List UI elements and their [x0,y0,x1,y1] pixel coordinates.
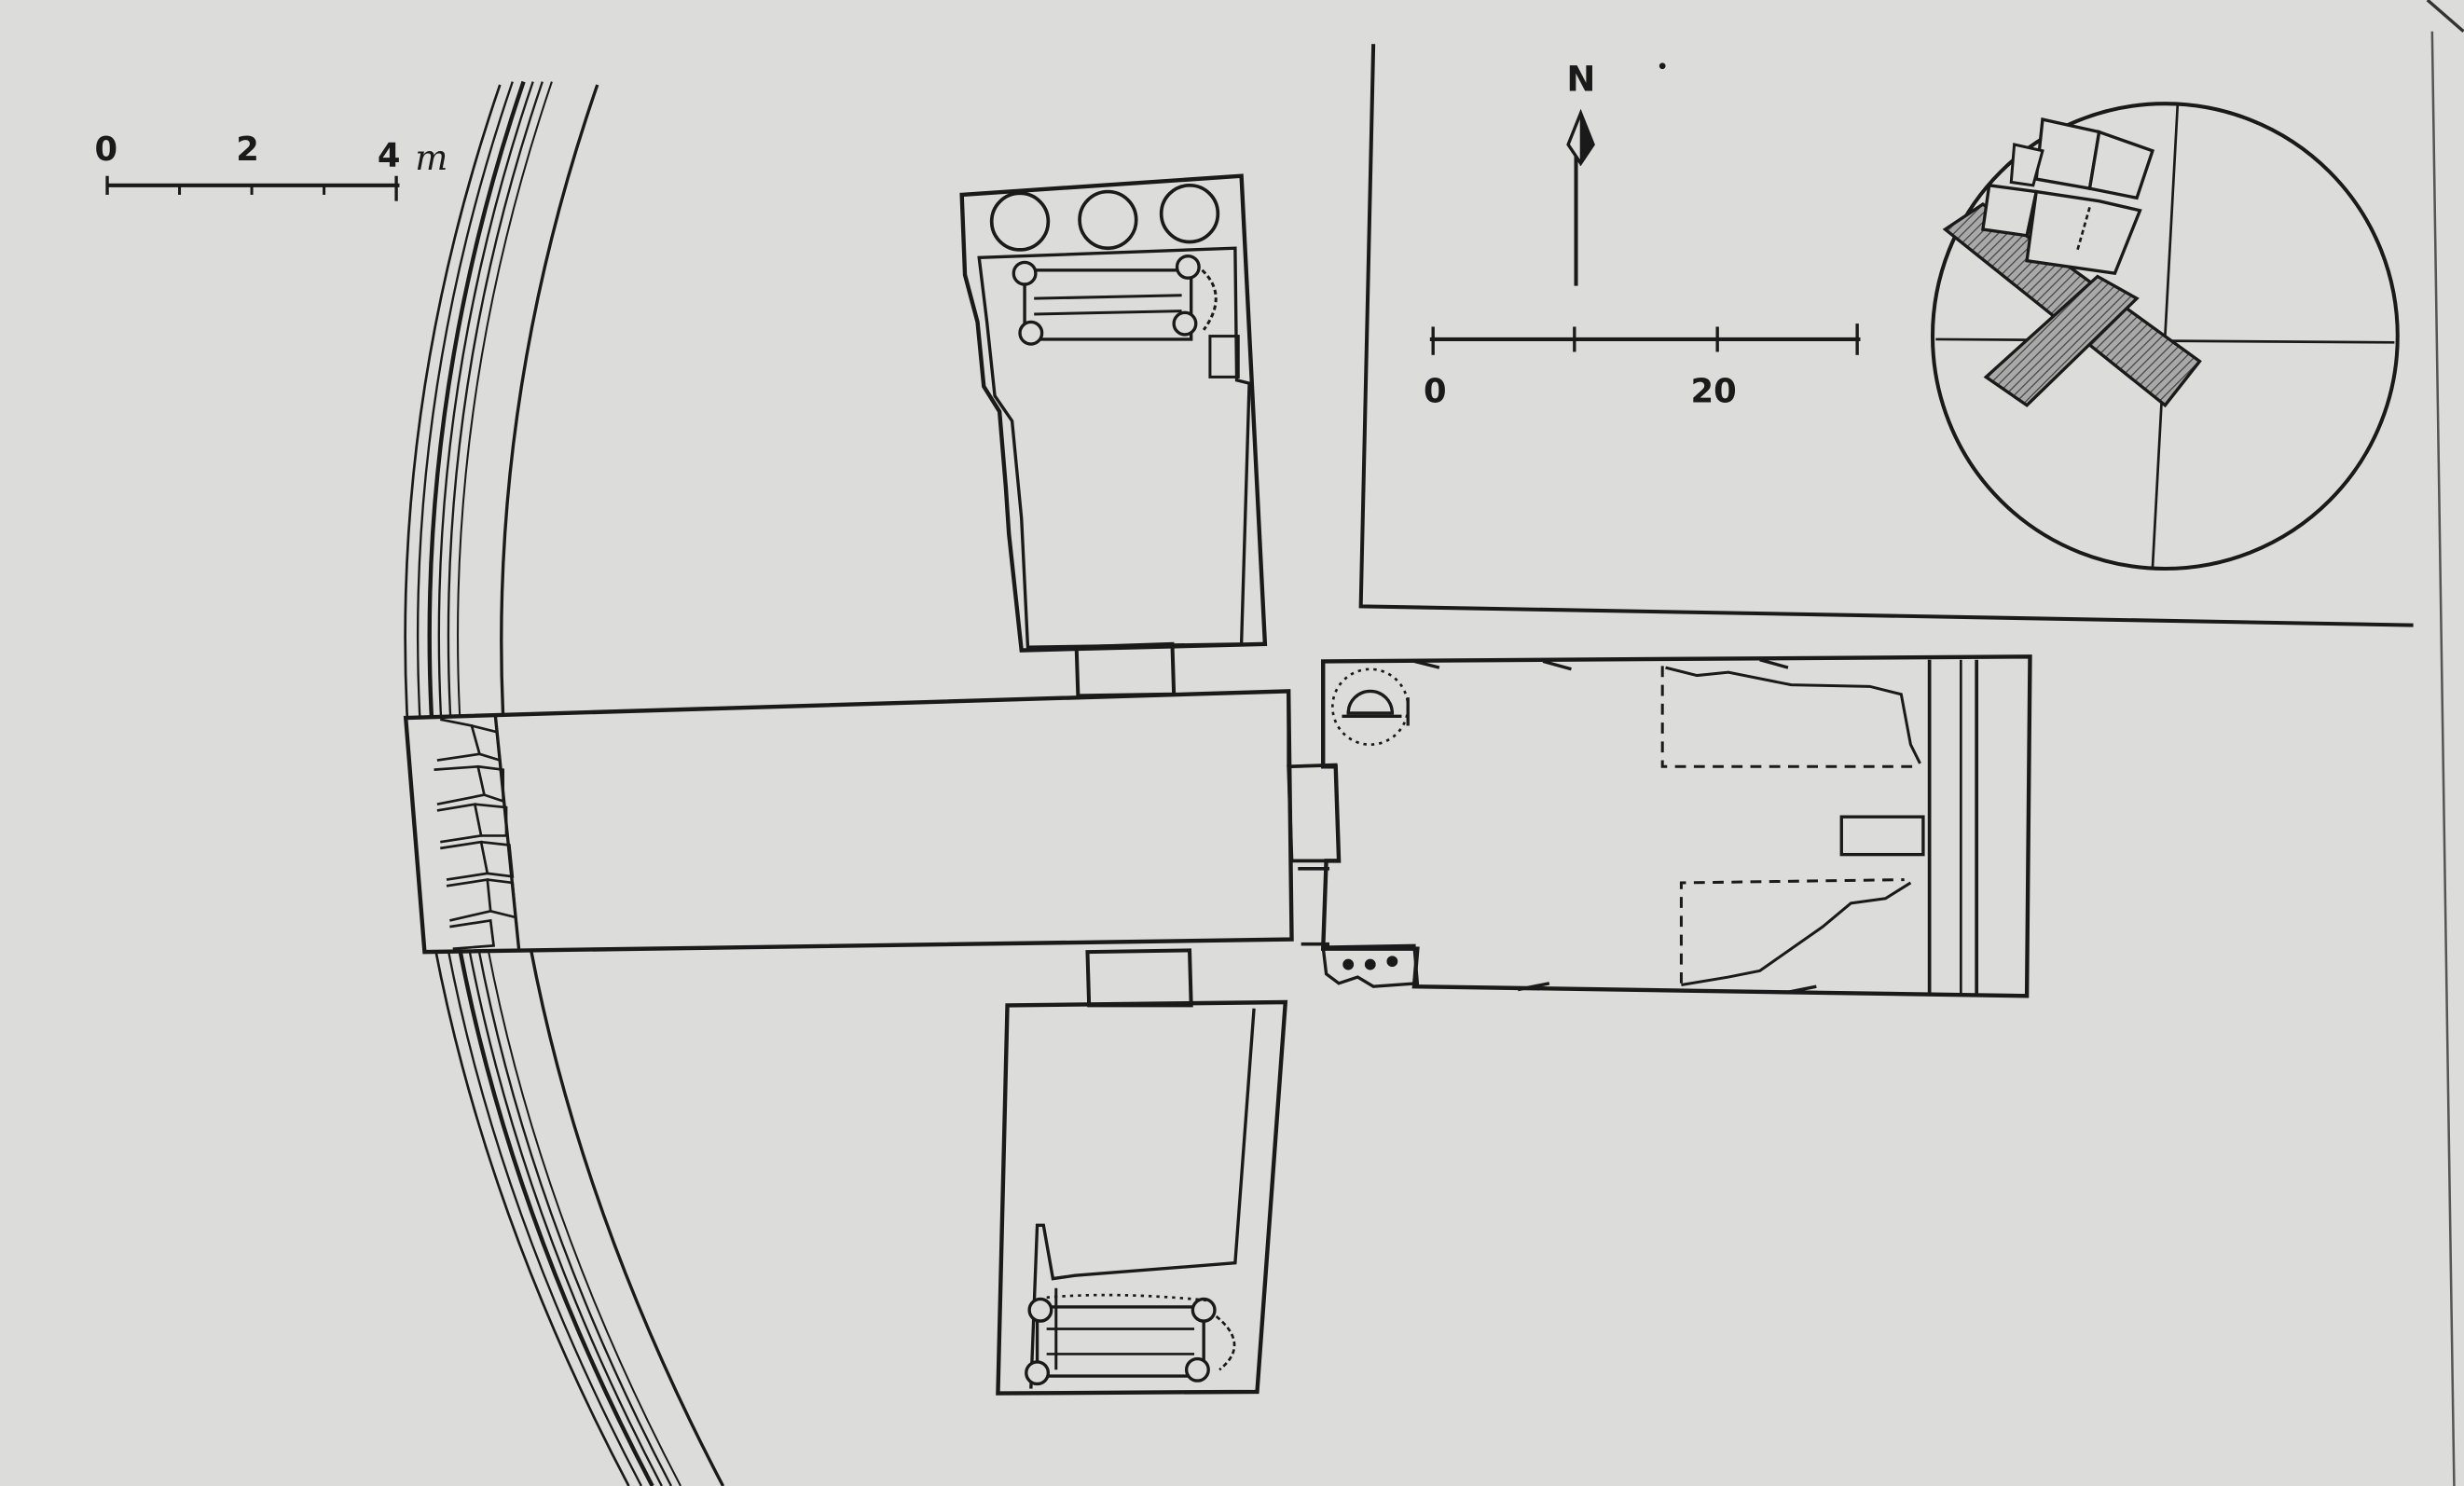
south-chamber [996,999,1288,1396]
central-corridor [403,689,1294,955]
scale-unit: m [415,138,447,178]
scale-bar-site [1429,323,1861,355]
site-plan-frame [1358,44,2414,627]
scale-bar-main [105,175,400,201]
south-connector [1085,948,1193,1008]
scale-tick-0: 0 [95,131,118,169]
page-corner-edge [2426,0,2464,33]
scale-tick-2: 2 [236,131,259,169]
north-arrow-icon [1566,108,1595,286]
site-scale-tick-20: 20 [1691,372,1737,410]
scale-tick-4: 4 [378,137,401,175]
east-building [1320,654,2032,998]
north-arrow-label: N [1566,60,1595,100]
corridor-masonry [434,718,517,951]
page-right-edge [2430,31,2456,1486]
site-scale-tick-0: 0 [1424,372,1447,410]
north-chamber [959,173,1268,653]
north-connector [1074,641,1177,698]
site-key-plan-icon [1930,102,2400,571]
east-doorway [1287,691,1341,946]
ink-dot [1659,62,1666,70]
